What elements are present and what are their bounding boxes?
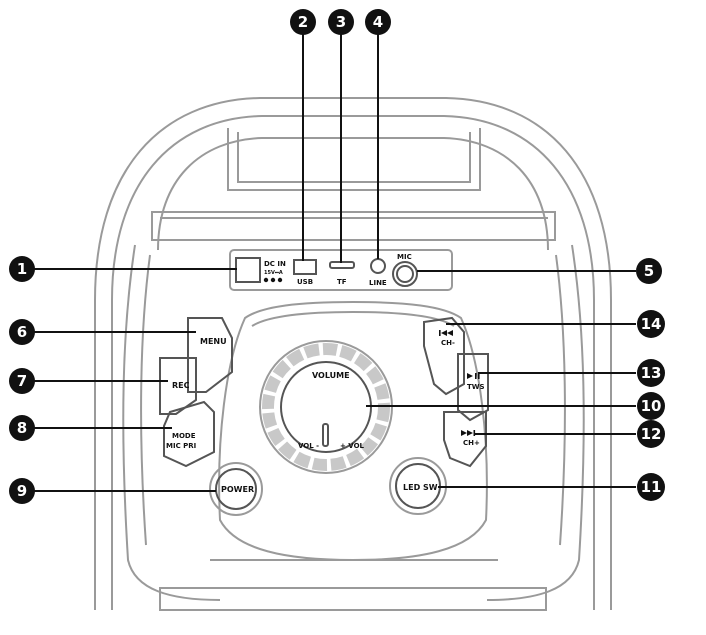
callout-14-number: 14 <box>641 315 662 333</box>
previous-track-icon <box>439 330 453 336</box>
speaker-body <box>94 97 612 611</box>
callout-9-number: 9 <box>17 482 27 500</box>
callout-13-number: 13 <box>641 364 662 382</box>
callout-2-number: 2 <box>298 13 308 31</box>
mode-mic-pri-button[interactable] <box>163 400 215 468</box>
left-button-column: MENU REC MODE MIC PRI POWER <box>159 317 263 516</box>
tws-button[interactable] <box>457 353 489 422</box>
menu-button[interactable] <box>187 317 233 393</box>
callout-1: 1 <box>9 256 35 282</box>
leader-lines <box>33 33 636 492</box>
volume-indicator <box>322 423 329 447</box>
callout-12: 12 <box>637 420 665 448</box>
callout-11-number: 11 <box>641 478 662 496</box>
dc-in-label: DC IN <box>264 260 286 268</box>
callout-7: 7 <box>9 368 35 394</box>
callout-1-number: 1 <box>17 260 27 278</box>
callout-8-number: 8 <box>17 419 27 437</box>
usb-port[interactable] <box>293 259 317 275</box>
dc-in-port[interactable] <box>235 257 261 283</box>
callout-5: 5 <box>636 258 662 284</box>
line-label: LINE <box>369 279 387 287</box>
mode-label: MODE <box>172 432 196 440</box>
mic-jack[interactable] <box>392 261 418 287</box>
next-track-icon <box>461 430 476 436</box>
callout-4-number: 4 <box>373 13 383 31</box>
power-label: POWER <box>221 485 254 494</box>
callout-3-number: 3 <box>336 13 346 31</box>
callout-6: 6 <box>9 319 35 345</box>
callout-2: 2 <box>290 9 316 35</box>
callout-8: 8 <box>9 415 35 441</box>
dc-in-sub-label: 15V⎓A <box>264 270 283 276</box>
tws-label: TWS <box>467 383 485 391</box>
ch-plus-label: CH+ <box>463 439 480 447</box>
rec-label: REC <box>172 381 190 390</box>
volume-label: VOLUME <box>312 371 350 380</box>
right-button-column: CH- TWS CH+ LED SW <box>389 316 489 515</box>
callout-10-number: 10 <box>641 397 662 415</box>
power-button[interactable] <box>215 468 257 510</box>
vol-minus-label: VOL - <box>298 442 319 450</box>
callout-7-number: 7 <box>17 372 27 390</box>
callout-13: 13 <box>637 359 665 387</box>
ch-minus-label: CH- <box>441 339 455 347</box>
mic-pri-label: MIC PRI <box>166 442 196 450</box>
callout-4: 4 <box>365 9 391 35</box>
dc-polarity-icon <box>263 277 283 283</box>
menu-label: MENU <box>200 337 227 346</box>
callout-12-number: 12 <box>641 425 662 443</box>
ch-minus-button[interactable] <box>423 316 465 396</box>
play-pause-icon <box>467 373 480 379</box>
callout-6-number: 6 <box>17 323 27 341</box>
ch-plus-button[interactable] <box>443 411 487 468</box>
callout-3: 3 <box>328 9 354 35</box>
usb-label: USB <box>297 278 313 286</box>
callout-14: 14 <box>637 310 665 338</box>
callout-5-number: 5 <box>644 262 654 280</box>
callout-9: 9 <box>9 478 35 504</box>
callout-10: 10 <box>637 392 665 420</box>
power-button-ring <box>209 462 263 516</box>
callout-11: 11 <box>637 473 665 501</box>
led-sw-label: LED SW <box>403 483 438 492</box>
line-in-jack[interactable] <box>370 258 386 274</box>
mic-label: MIC <box>397 253 412 261</box>
tf-label: TF <box>337 278 347 286</box>
vol-plus-label: + VOL <box>340 442 365 450</box>
